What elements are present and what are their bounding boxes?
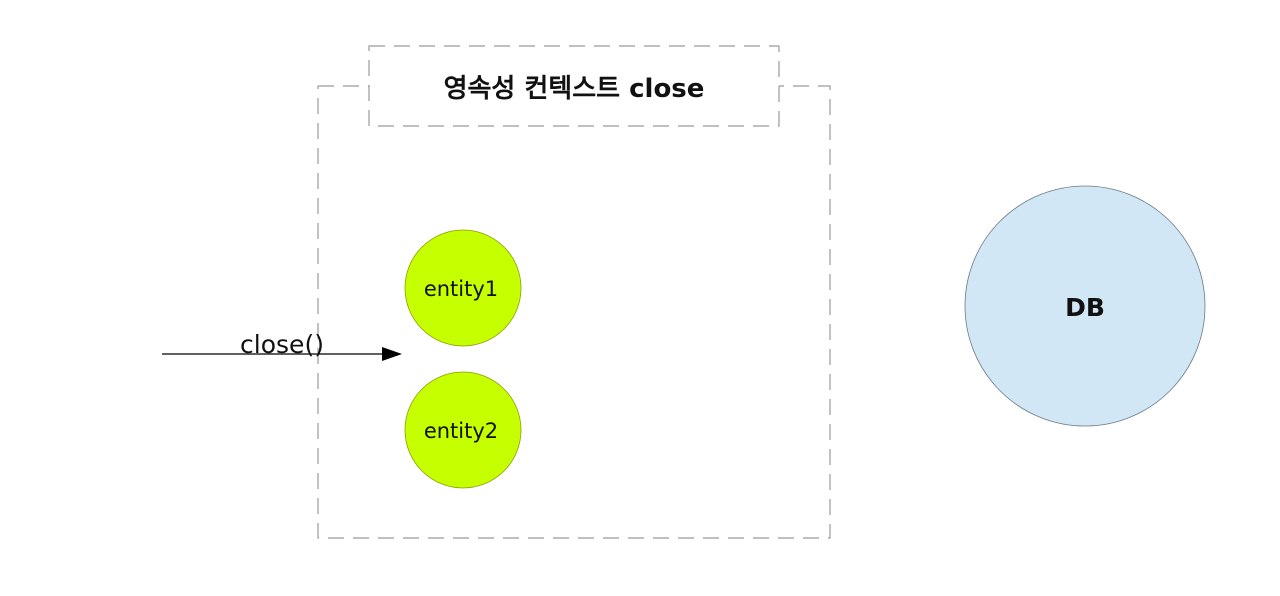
entity-node-1: entity1 [404, 229, 522, 347]
entity-node-2: entity2 [404, 371, 522, 489]
entity-circle-2 [404, 371, 522, 489]
title-box-background [369, 46, 779, 126]
db-label: DB [1065, 293, 1105, 322]
persistence-context-box [317, 85, 831, 539]
entity-circle-1 [404, 229, 522, 347]
entity-label-2: entity2 [424, 419, 498, 443]
entity-label-1: entity1 [424, 277, 498, 301]
db-circle [964, 185, 1206, 427]
db-node: DB [964, 185, 1206, 427]
close-arrow-head [382, 347, 402, 361]
close-arrow-label: close() [240, 330, 324, 359]
context-title: 영속성 컨텍스트 close [444, 74, 705, 104]
title-box [368, 45, 780, 127]
close-arrow: close() [162, 330, 402, 361]
